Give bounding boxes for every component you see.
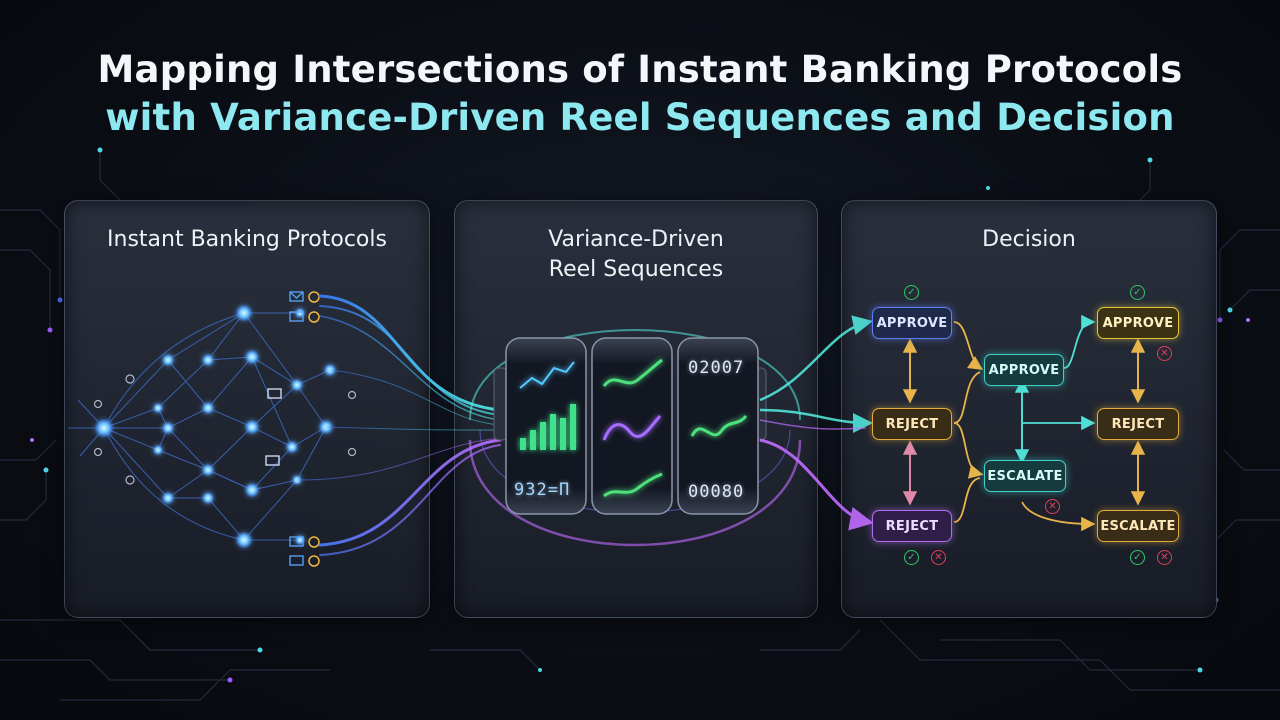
approve-node-right: APPROVE — [1097, 307, 1179, 339]
decision-panel-title: Decision — [982, 227, 1076, 252]
check-icon: ✓ — [1130, 550, 1145, 565]
cross-icon: ✕ — [1157, 346, 1172, 361]
bg-dot — [227, 677, 233, 683]
reels-panel: Variance-Driven Reel Sequences — [454, 200, 818, 618]
banking-panel-title: Instant Banking Protocols — [107, 227, 387, 252]
bg-dot — [1197, 667, 1203, 673]
bg-dot — [986, 186, 990, 190]
reject-node-mid: REJECT — [872, 408, 952, 440]
escalate-node-right: ESCALATE — [1097, 510, 1179, 542]
bg-dot — [57, 297, 63, 303]
reject-node-bottom: REJECT — [872, 510, 952, 542]
approve-node-center: APPROVE — [984, 354, 1064, 386]
escalate-node-center: ESCALATE — [984, 460, 1066, 492]
reels-panel-title-line2: Reel Sequences — [548, 257, 724, 282]
bg-dot — [43, 467, 49, 473]
bg-dot — [1147, 157, 1153, 163]
bg-dot — [30, 438, 34, 442]
approve-node-left: APPROVE — [872, 307, 952, 339]
bg-dot — [97, 147, 103, 153]
check-icon: ✓ — [904, 285, 919, 300]
reel3-bottom-number: 00080 — [688, 482, 745, 502]
bg-dot — [1227, 307, 1233, 313]
reels-panel-title-line1: Variance-Driven — [548, 227, 724, 252]
main-title-line1: Mapping Intersections of Instant Banking… — [97, 48, 1183, 91]
check-icon: ✓ — [1130, 285, 1145, 300]
bg-dot — [1246, 318, 1250, 322]
bg-dot — [538, 668, 542, 672]
cross-icon: ✕ — [931, 550, 946, 565]
check-icon: ✓ — [904, 550, 919, 565]
cross-icon: ✕ — [1045, 499, 1060, 514]
reject-node-right: REJECT — [1097, 408, 1179, 440]
cross-icon: ✕ — [1157, 550, 1172, 565]
main-title-line2: with Variance-Driven Reel Sequences and … — [105, 96, 1175, 139]
reel3-top-number: 02007 — [688, 358, 745, 378]
bg-dot — [1217, 317, 1223, 323]
banking-panel: Instant Banking Protocols — [64, 200, 430, 618]
reel1-bottom-number: 932=Π — [514, 480, 571, 500]
bg-dot — [257, 647, 263, 653]
bg-dot — [47, 327, 53, 333]
